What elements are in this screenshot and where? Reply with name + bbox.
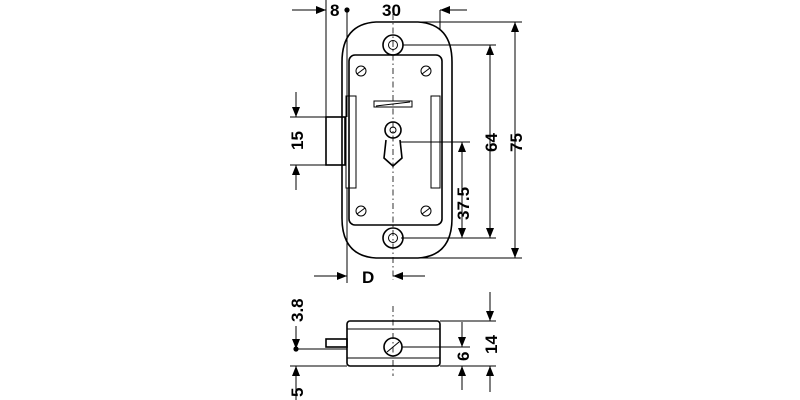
dim-top-30: 30 bbox=[382, 1, 401, 20]
dim-left-15: 15 bbox=[288, 131, 307, 150]
plate-screw bbox=[420, 205, 432, 217]
dim-side-5: 5 bbox=[288, 388, 307, 397]
dim-right-64: 64 bbox=[482, 133, 501, 152]
plate-screw bbox=[355, 65, 367, 77]
bolt bbox=[325, 116, 346, 166]
dim-bottom-d: D bbox=[362, 268, 374, 287]
side-dimensions: 3.8 5 6 14 bbox=[288, 292, 501, 400]
lock-body-outline bbox=[341, 21, 453, 259]
top-screw-hole-inner bbox=[388, 40, 398, 50]
side-bolt bbox=[325, 338, 348, 348]
side-body bbox=[346, 320, 441, 367]
front-view bbox=[325, 14, 453, 280]
plate-screw bbox=[420, 65, 432, 77]
dim-top-8: 8 bbox=[330, 1, 339, 20]
dim-side-14: 14 bbox=[482, 335, 501, 354]
dim-right-75: 75 bbox=[507, 133, 526, 152]
bolt-slot bbox=[345, 95, 357, 189]
lock-plate bbox=[348, 54, 443, 226]
plate-screws bbox=[355, 65, 432, 217]
dim-side-3-8: 3.8 bbox=[288, 298, 307, 322]
dim-side-6: 6 bbox=[454, 352, 473, 361]
dim-center-37-5: 37.5 bbox=[454, 187, 473, 220]
plate-screw bbox=[355, 205, 367, 217]
side-view bbox=[325, 306, 441, 376]
front-dimensions: 8 30 15 37.5 64 75 bbox=[288, 0, 526, 287]
